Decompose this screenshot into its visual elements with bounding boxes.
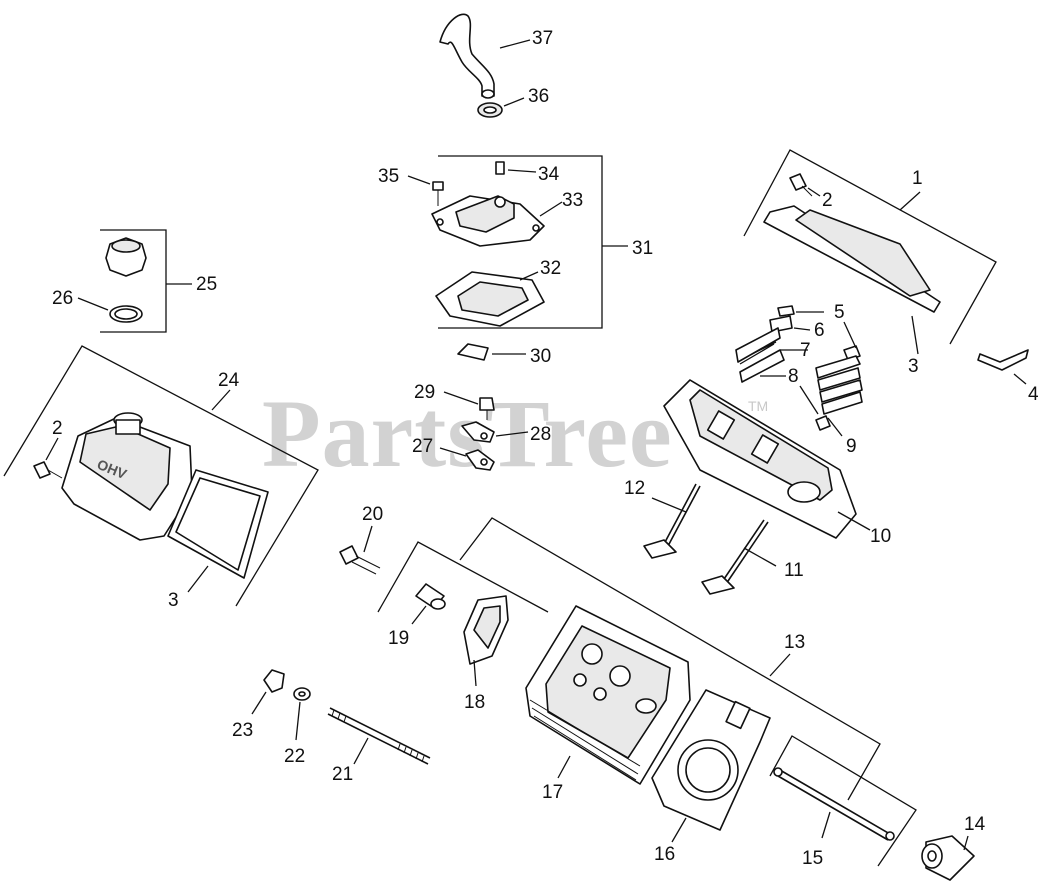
part-18-baffle [463,595,509,687]
part-30-reed [457,343,526,361]
callout-20: 20 [362,504,383,525]
group-1-rocker [743,149,1029,385]
callout-34: 34 [538,164,560,185]
callout-4: 4 [1028,384,1039,405]
callout-7: 7 [800,340,811,361]
callout-17: 17 [542,782,563,803]
callout-15: 15 [802,848,823,869]
callout-6: 6 [814,320,825,341]
group-24-valve-cover: OHV [3,345,319,607]
callout-2: 2 [822,190,833,211]
callout-3b: 3 [168,590,179,611]
callout-26: 26 [52,288,73,309]
callout-19: 19 [388,628,409,649]
part-15-push-rod [773,767,895,841]
part-10-rocker-head [663,379,871,539]
parts-11-12-valves [643,483,777,595]
group-31-breather-assembly [407,155,628,329]
callout-28: 28 [530,424,551,445]
callout-24: 24 [218,370,240,391]
callout-35: 35 [378,166,399,187]
callout-36: 36 [528,86,549,107]
callout-25: 25 [196,274,217,295]
callout-16: 16 [654,844,675,865]
callout-32: 32 [540,258,561,279]
parts-22-23-washer-nut [251,669,311,741]
part-14-lifter [921,835,975,881]
part-19-plug [411,583,446,625]
callout-13: 13 [784,632,805,653]
parts-27-29-fasteners [439,391,529,471]
part-17-cylinder-head [525,605,691,785]
callout-27: 27 [412,436,433,457]
part-16-head-gasket [651,689,771,843]
part-20-bolt [339,525,381,575]
callout-3: 3 [908,356,919,377]
callout-31: 31 [632,238,653,259]
callout-29: 29 [414,382,435,403]
callout-33: 33 [562,190,583,211]
part-21-stud [327,707,431,765]
part-37-breather-hose [439,13,531,99]
callout-1: 1 [912,168,923,189]
callout-23: 23 [232,720,253,741]
callout-10: 10 [870,526,891,547]
group-25-oil-cap [77,229,192,333]
callout-8: 8 [788,366,799,387]
callout-22: 22 [284,746,305,767]
part-36-hose-clamp [477,97,525,118]
callout-labels: 1 2 3 4 5 6 7 8 9 10 11 12 13 14 15 16 1… [52,28,1039,869]
callout-21: 21 [332,764,353,785]
callout-9: 9 [846,436,857,457]
callout-11: 11 [784,560,804,581]
callout-14: 14 [964,814,986,835]
callout-12: 12 [624,478,645,499]
callout-5: 5 [834,302,845,323]
callout-37: 37 [532,28,553,49]
callout-18: 18 [464,692,485,713]
parts-5-9-valve-springs [735,305,863,437]
callout-30: 30 [530,346,551,367]
group-13-cylinder-head [377,517,917,867]
callout-2b: 2 [52,418,63,439]
